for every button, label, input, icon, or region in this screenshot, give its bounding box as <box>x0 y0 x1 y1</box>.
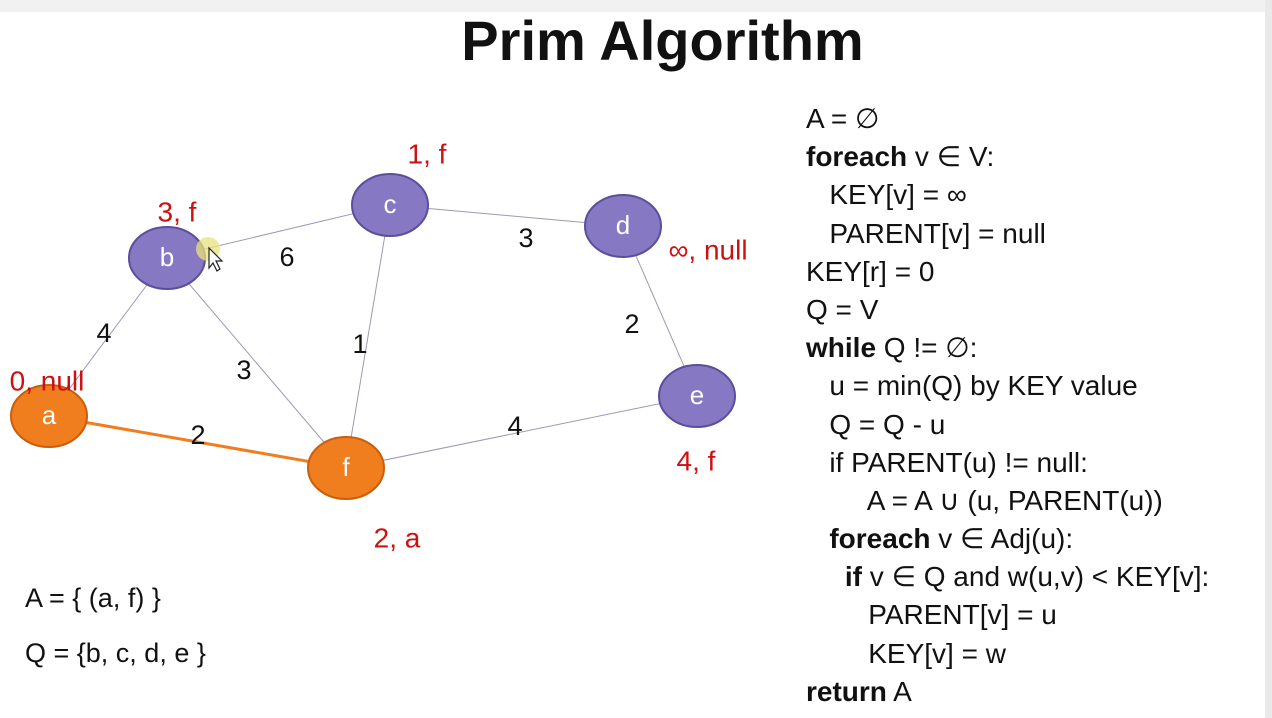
pseudocode-line: Q = V <box>806 291 1209 329</box>
edge-f-e <box>345 395 698 469</box>
pseudocode-keyword: while <box>806 332 877 364</box>
node-circle-d <box>584 194 662 258</box>
pseudocode-keyword: foreach <box>829 523 931 555</box>
pseudocode-line: return A <box>806 673 1209 711</box>
node-d: d <box>584 194 662 258</box>
edge-weight-c-d: 3 <box>518 223 533 253</box>
node-label-e: e <box>690 380 704 410</box>
edge-weight-d-e: 2 <box>624 309 639 339</box>
top-bar <box>0 0 1272 12</box>
pseudocode-line: KEY[r] = 0 <box>806 253 1209 291</box>
node-e: e <box>658 364 736 428</box>
pseudocode-text: A = ∅ <box>806 103 880 134</box>
pseudocode-line: Q = Q - u <box>806 406 1209 444</box>
node-circle-e <box>658 364 736 428</box>
pseudocode-text: Q != ∅: <box>876 332 978 364</box>
node-circle-a <box>10 384 88 448</box>
pseudocode-text: v ∈ Adj(u): <box>930 523 1074 555</box>
node-f: f <box>307 436 385 500</box>
pseudocode-text: Q = V <box>806 293 879 325</box>
pseudocode-line: u = min(Q) by KEY value <box>806 367 1209 405</box>
pseudocode-text: v ∈ V: <box>907 141 995 173</box>
node-label-d: d <box>616 210 630 240</box>
graph-diagram: 4 2 6 3 1 3 2 4 a b c d e f 0, null 3, f 1, f ∞, null 4,… <box>10 138 748 553</box>
edge-b-f <box>166 257 347 469</box>
pseudocode-line: KEY[v] = ∞ <box>806 176 1209 214</box>
node-b: b <box>128 226 206 290</box>
pseudocode-text: KEY[v] = w <box>806 637 1006 669</box>
pseudocode-text: A = A ∪ (u, PARENT(u)) <box>806 484 1163 516</box>
node-key-c: 1, f <box>408 138 447 169</box>
pseudocode-text: PARENT[v] = null <box>806 217 1046 249</box>
pseudocode-text: PARENT[v] = u <box>806 599 1057 631</box>
keys-layer: 0, null 3, f 1, f ∞, null 4, f 2, a <box>10 138 748 553</box>
pseudocode-keyword: if <box>844 561 863 593</box>
right-edge <box>1265 0 1272 718</box>
edge-weight-f-e: 4 <box>507 411 522 441</box>
pseudocode-text: A <box>886 675 912 707</box>
edge-weight-b-c: 6 <box>279 242 294 272</box>
edge-weight-a-b: 4 <box>96 318 111 348</box>
set-A: A = { (a, f) } <box>25 583 161 613</box>
pseudocode-text: KEY[r] = 0 <box>806 255 935 287</box>
pseudocode-text: u = min(Q) by KEY value <box>806 370 1138 402</box>
edge-c-d <box>389 204 624 227</box>
node-label-b: b <box>160 242 174 272</box>
mouse-cursor-icon <box>208 246 224 272</box>
node-key-d: ∞, null <box>668 234 747 265</box>
node-circle-c <box>351 173 429 237</box>
pseudocode-line: KEY[v] = w <box>806 635 1209 673</box>
node-key-f: 2, a <box>374 522 421 553</box>
pseudocode-block: A = ∅ foreach v ∈ V: KEY[v] = ∞ PARENT[v]… <box>806 100 1209 711</box>
slide-title: Prim Algorithm <box>461 9 864 72</box>
pseudocode-line: A = A ∪ (u, PARENT(u)) <box>806 482 1209 520</box>
pseudocode-text: if PARENT(u) != null: <box>806 446 1088 478</box>
pseudocode-line: A = ∅ <box>806 100 1209 138</box>
pseudocode-line: PARENT[v] = null <box>806 215 1209 253</box>
edge-weight-b-f: 3 <box>236 355 251 385</box>
node-key-e: 4, f <box>677 445 716 476</box>
edge-weight-a-f: 2 <box>190 420 205 450</box>
pseudocode-line: PARENT[v] = u <box>806 596 1209 634</box>
node-label-f: f <box>342 452 350 482</box>
pseudocode-text: KEY[v] = ∞ <box>806 179 967 211</box>
pseudocode-keyword: return <box>806 675 887 707</box>
pseudocode-text: v ∈ Q and w(u,v) < KEY[v]: <box>862 561 1210 593</box>
edge-weight-c-f: 1 <box>352 329 367 359</box>
node-key-a: 0, null <box>10 365 85 396</box>
edge-c-f <box>345 204 391 469</box>
pseudocode-keyword: foreach <box>806 141 908 173</box>
edge-a-f <box>48 414 347 470</box>
pseudocode-line: while Q != ∅: <box>806 329 1209 367</box>
node-a: a <box>10 384 88 448</box>
node-circle-f <box>307 436 385 500</box>
weights-layer: 4 2 6 3 1 3 2 4 <box>96 223 639 450</box>
pseudocode-line: if PARENT(u) != null: <box>806 444 1209 482</box>
node-label-a: a <box>42 400 57 430</box>
node-label-c: c <box>384 189 397 219</box>
node-c: c <box>351 173 429 237</box>
pseudocode-text: Q = Q - u <box>806 408 946 440</box>
pseudocode-line: foreach v ∈ Adj(u): <box>806 520 1209 558</box>
node-key-b: 3, f <box>158 196 197 227</box>
pseudocode-line: foreach v ∈ V: <box>806 138 1209 176</box>
set-Q: Q = {b, c, d, e } <box>25 638 206 668</box>
nodes-layer: a b c d e f <box>10 173 736 500</box>
pseudocode-line: if v ∈ Q and w(u,v) < KEY[v]: <box>806 558 1209 596</box>
